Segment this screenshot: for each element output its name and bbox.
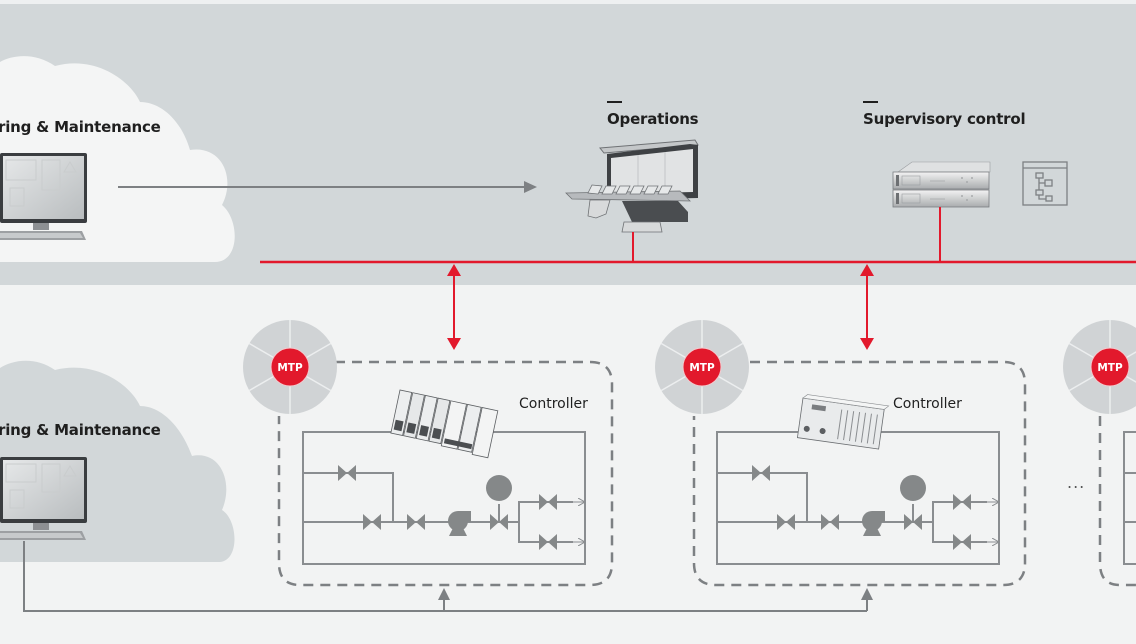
mtp-label: MTP [277,362,303,374]
pump-icon [862,511,885,536]
actuator-icon [486,475,512,501]
engineering-to-modules-connector [23,541,873,612]
arrow-down-icon [447,338,461,350]
module-2-network-link [860,264,874,350]
valve-icon [752,465,971,550]
more-modules-ellipsis: ... [1067,473,1086,492]
mtp-label: MTP [689,362,715,374]
actuator-icon [900,475,926,501]
supervisory-control-title: Supervisory control [863,110,1026,128]
top-cloud-label: ring & Maintenance [0,118,161,136]
flowchart-software-icon [1022,161,1068,206]
module-3-process-diagram [1123,431,1136,565]
arrow-up-icon [860,264,874,276]
mtp-badge-module-3[interactable]: MTP [1063,320,1136,414]
engineering-workstation-bottom [0,457,87,540]
mtp-badge-module-2[interactable]: MTP [655,320,749,414]
arrow-down-icon [860,338,874,350]
module-2-boundary [692,360,1027,587]
bottom-cloud-label: ring & Maintenance [0,421,161,439]
valve-icon [338,465,557,550]
module-1-process-diagram [302,431,586,565]
supervisory-title-dash [863,101,878,103]
operations-console-icon [565,139,699,233]
module-2-process-diagram [716,431,1000,565]
top-edge [0,0,1136,4]
arrow-up-icon [447,264,461,276]
arrow-head-icon [524,181,537,193]
operations-title-dash [607,101,622,103]
mtp-label: MTP [1097,362,1123,374]
mtp-badge-module-1[interactable]: MTP [243,320,337,414]
controller-1-label: Controller [519,396,588,412]
operations-title: Operations [607,110,699,128]
module-1-network-link [447,264,461,350]
engineering-workstation-top [0,153,87,240]
supervisory-server-icon [892,161,991,208]
controller-2-label: Controller [893,396,962,412]
controller-2-device-icon [796,394,890,450]
plant-network-bus [260,207,1136,264]
controller-1-device-icon [390,389,499,459]
pump-icon [448,511,471,536]
arrow-up-icon [438,588,450,600]
arrow-up-icon [861,588,873,600]
